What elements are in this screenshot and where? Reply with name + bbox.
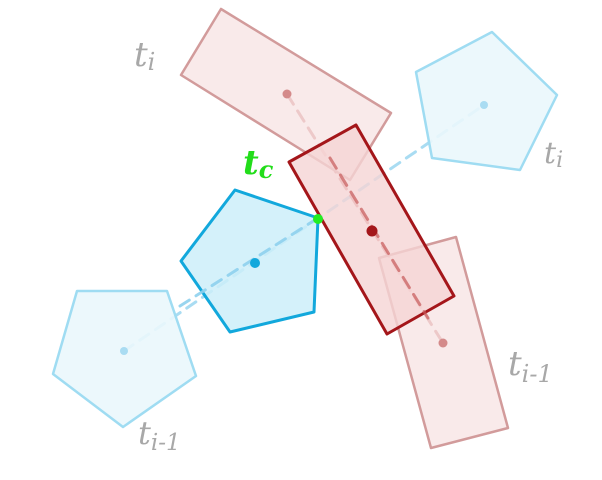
pentagon-previous (51, 289, 198, 429)
pentagon-contact-path-segment (178, 216, 320, 308)
label-rectangle-previous: ti-1 (508, 344, 553, 388)
pentagon-previous-center (120, 347, 128, 355)
label-pentagon-current: ti (544, 136, 563, 173)
pentagon-current-center (480, 101, 488, 109)
label-contact: tc (243, 143, 274, 184)
pentagon-contact-center (250, 258, 260, 268)
contact-point (313, 214, 323, 224)
pentagon-current (414, 30, 559, 172)
rectangle-contact-path-segment (328, 156, 430, 320)
rectangle-contact-center (366, 225, 378, 237)
rectangle-previous-center (438, 338, 448, 348)
label-pentagon-previous: ti-1 (138, 414, 181, 456)
rectangle-current-center (282, 89, 292, 99)
label-rectangle-current: ti (134, 35, 155, 76)
